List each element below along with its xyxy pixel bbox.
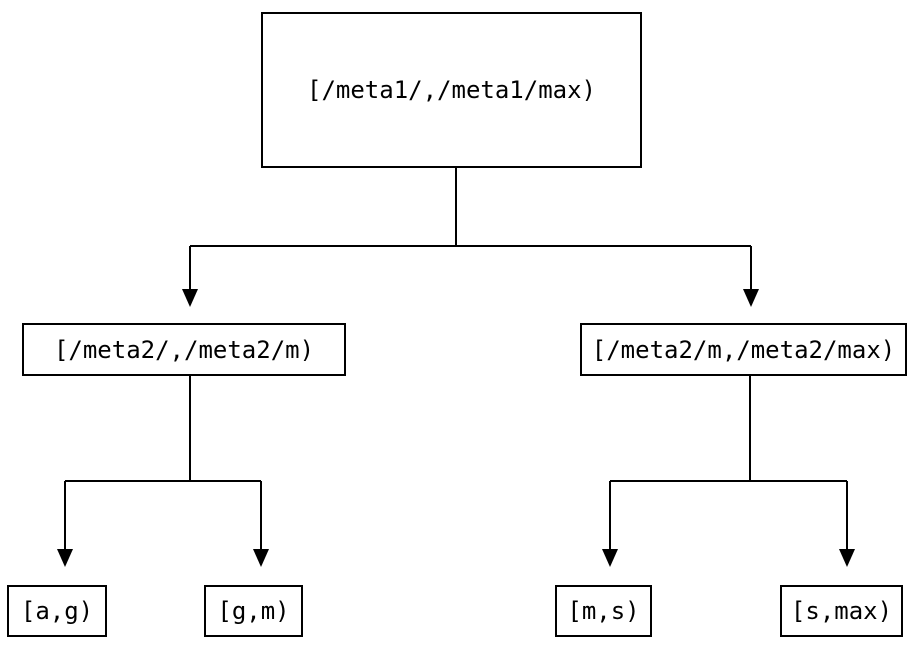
arrowhead-leaf-smax <box>839 549 855 567</box>
arrowhead-leaf-gm <box>253 549 269 567</box>
node-leaf-ag-label: [a,g) <box>20 597 94 625</box>
arrowhead-leaf-ag <box>57 549 73 567</box>
arrowhead-leaf-ms <box>602 549 618 567</box>
node-root-label: [/meta1/,/meta1/max) <box>307 76 596 104</box>
node-right-child: [/meta2/m,/meta2/max) <box>580 323 907 376</box>
node-leaf-gm: [g,m) <box>204 585 303 637</box>
node-leaf-gm-label: [g,m) <box>217 597 290 625</box>
node-root: [/meta1/,/meta1/max) <box>261 12 642 168</box>
node-leaf-ms: [m,s) <box>555 585 652 637</box>
node-leaf-ms-label: [m,s) <box>567 597 640 625</box>
node-leaf-smax: [s,max) <box>780 585 903 637</box>
arrowhead-left-child <box>182 289 198 307</box>
arrowhead-right-child <box>743 289 759 307</box>
node-leaf-smax-label: [s,max) <box>790 597 893 625</box>
node-left-child: [/meta2/,/meta2/m) <box>22 323 346 376</box>
node-leaf-ag: [a,g) <box>7 585 107 637</box>
node-left-child-label: [/meta2/,/meta2/m) <box>53 335 315 364</box>
node-right-child-label: [/meta2/m,/meta2/max) <box>591 335 896 364</box>
